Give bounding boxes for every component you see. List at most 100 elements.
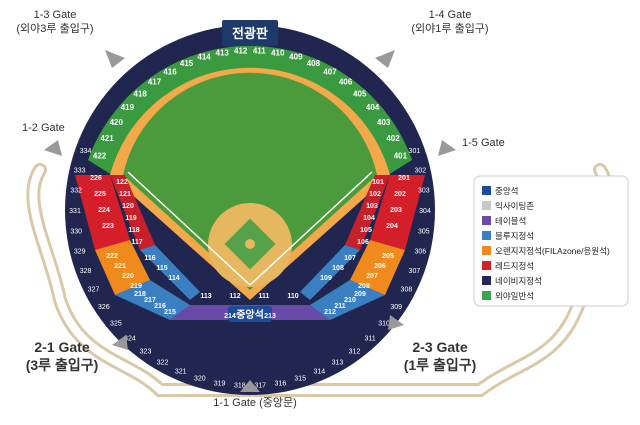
section-302: 302 <box>414 168 426 175</box>
legend-swatch <box>482 216 491 225</box>
section-216: 216 <box>154 303 166 310</box>
section-405: 405 <box>353 90 367 99</box>
section-113: 113 <box>200 293 211 300</box>
legend-swatch <box>482 186 491 195</box>
outfield-seating-band <box>88 45 412 175</box>
section-403: 403 <box>377 118 391 127</box>
section-317: 317 <box>254 383 266 390</box>
section-404: 404 <box>366 103 380 112</box>
section-225: 225 <box>94 191 106 198</box>
lower-red-left <box>110 175 155 250</box>
section-116: 116 <box>144 255 155 262</box>
section-101: 101 <box>372 179 384 186</box>
gate-2-3-sub: (1루 출입구) <box>404 357 477 373</box>
section-213: 213 <box>264 313 276 320</box>
section-118: 118 <box>128 227 139 234</box>
section-314: 314 <box>313 369 325 376</box>
section-420: 420 <box>110 118 124 127</box>
gate-1-2-label: 1-2 Gate <box>22 122 65 134</box>
gate-1-5-label: 1-5 Gate <box>462 137 505 149</box>
foul-line-right <box>249 171 373 286</box>
section-406: 406 <box>339 78 353 87</box>
section-206: 206 <box>374 263 386 270</box>
section-219: 219 <box>130 283 142 290</box>
gate-2-3-arrow <box>388 315 404 330</box>
gate-1-3-arrow <box>105 50 125 68</box>
section-207: 207 <box>366 273 378 280</box>
section-115: 115 <box>156 265 167 272</box>
section-102: 102 <box>369 191 381 198</box>
gate-1-5-arrow <box>438 140 456 156</box>
legend: 중앙석익사이팅존테이블석블루지정석오렌지지정석(FILAzone/응원석)레드지… <box>473 175 629 307</box>
section-414: 414 <box>197 53 211 62</box>
section-327: 327 <box>88 287 100 294</box>
section-215: 215 <box>164 309 176 316</box>
blue-section-left-band <box>115 280 190 320</box>
legend-label: 레드지정석 <box>495 261 534 271</box>
section-306: 306 <box>414 248 426 255</box>
section-311: 311 <box>365 335 376 342</box>
section-401: 401 <box>394 151 408 160</box>
section-334: 334 <box>80 148 92 155</box>
section-204: 204 <box>386 223 398 230</box>
section-208: 208 <box>358 283 370 290</box>
section-309: 309 <box>390 304 402 311</box>
upper-section-numbers: 2262252242232012022032042222212202192052… <box>90 175 410 320</box>
section-411: 411 <box>253 46 266 55</box>
scoreboard-box <box>222 20 278 46</box>
section-202: 202 <box>394 191 406 198</box>
section-310: 310 <box>378 321 390 328</box>
section-419: 419 <box>121 103 135 112</box>
section-110: 110 <box>287 293 298 300</box>
section-330: 330 <box>70 228 82 235</box>
legend-label: 중앙석 <box>495 186 518 196</box>
red-section-left-band <box>75 175 130 250</box>
section-224: 224 <box>98 207 110 214</box>
section-226: 226 <box>90 175 102 182</box>
section-220: 220 <box>122 273 134 280</box>
section-324: 324 <box>124 335 136 342</box>
gate-1-3-sub: (외야3루 출입구) <box>16 22 93 35</box>
section-214: 214 <box>224 313 236 320</box>
section-408: 408 <box>307 59 321 68</box>
section-412: 412 <box>234 46 248 55</box>
section-328: 328 <box>80 268 92 275</box>
legend-swatch <box>482 231 491 240</box>
section-315: 315 <box>294 376 306 383</box>
lower-section-numbers: 1221211201191181171011021031041051061161… <box>116 179 384 300</box>
lower-blue-left <box>140 245 200 300</box>
section-410: 410 <box>271 48 285 57</box>
section-211: 211 <box>334 303 345 310</box>
section-333: 333 <box>74 168 86 175</box>
section-312: 312 <box>349 348 361 355</box>
section-218: 218 <box>134 291 146 298</box>
section-103: 103 <box>366 203 378 210</box>
red-section-right-band <box>370 175 425 250</box>
section-325: 325 <box>110 321 122 328</box>
section-121: 121 <box>119 191 131 198</box>
section-119: 119 <box>125 215 136 222</box>
section-303: 303 <box>418 188 430 195</box>
orange-section-left-band <box>95 240 150 295</box>
section-222: 222 <box>106 253 118 260</box>
lower-red-right <box>345 175 390 250</box>
foul-line-left <box>127 171 251 286</box>
section-321: 321 <box>175 369 187 376</box>
section-108: 108 <box>332 265 344 272</box>
section-402: 402 <box>386 134 400 143</box>
gate-1-2-arrow <box>44 140 62 156</box>
section-319: 319 <box>214 380 226 387</box>
legend-swatch <box>482 246 491 255</box>
section-323: 323 <box>140 348 152 355</box>
legend-label: 외야일반석 <box>495 291 534 301</box>
section-407: 407 <box>323 67 337 76</box>
legend-label: 블루지정석 <box>495 231 534 241</box>
center-seat-label: 중앙석 <box>236 308 264 321</box>
gate-1-4-sub: (외야1루 출입구) <box>411 22 488 35</box>
section-210: 210 <box>344 297 356 304</box>
legend-label: 오렌지지정석(FILAzone/응원석) <box>495 246 610 256</box>
section-307: 307 <box>409 268 421 275</box>
gate-1-3-label: 1-3 Gate <box>34 9 77 21</box>
section-109: 109 <box>320 275 332 282</box>
